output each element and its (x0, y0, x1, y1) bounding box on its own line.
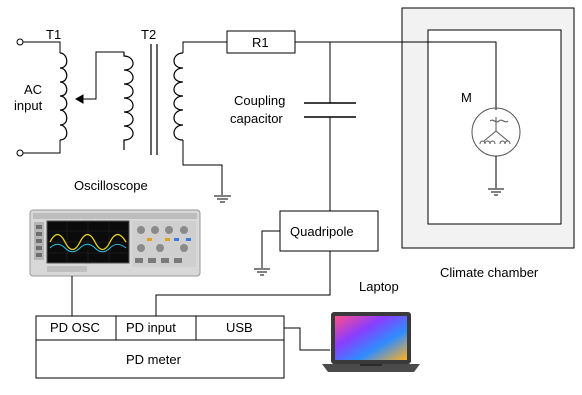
label-coupling-line2: capacitor (230, 111, 283, 126)
label-ac-input-line1: AC (24, 82, 43, 97)
transformer-t2-primary (123, 52, 134, 150)
label-oscilloscope: Oscilloscope (74, 178, 148, 193)
label-laptop: Laptop (359, 279, 399, 294)
pd-meter-unit (35, 315, 285, 379)
label-t2: T2 (141, 27, 157, 42)
ground-symbol (214, 195, 231, 203)
quadripole-ground-symbol (254, 268, 270, 276)
label-motor: M (461, 90, 472, 105)
label-r1: R1 (252, 35, 269, 50)
label-pd-meter: PD meter (126, 352, 181, 367)
label-pd-osc: PD OSC (50, 320, 100, 335)
oscilloscope-device (29, 209, 201, 277)
autotransformer-tap-arrow (74, 51, 124, 104)
label-ac-input-line2: input (14, 98, 43, 113)
motor-ground-symbol (488, 188, 504, 196)
transformer-t1-coil (59, 52, 68, 141)
label-coupling-line1: Coupling (234, 93, 286, 108)
climate-chamber (401, 7, 575, 249)
coupling-capacitor (304, 102, 356, 118)
label-climate-chamber: Climate chamber (440, 265, 539, 280)
label-t1: T1 (46, 27, 62, 42)
quadripole-box (279, 210, 379, 252)
transformer-t2-secondary (173, 52, 184, 141)
label-usb: USB (226, 320, 253, 335)
transformer-t2-core (150, 44, 158, 155)
laptop-device (322, 312, 420, 372)
label-quadripole: Quadripole (290, 224, 354, 239)
label-pd-input: PD input (126, 320, 176, 335)
